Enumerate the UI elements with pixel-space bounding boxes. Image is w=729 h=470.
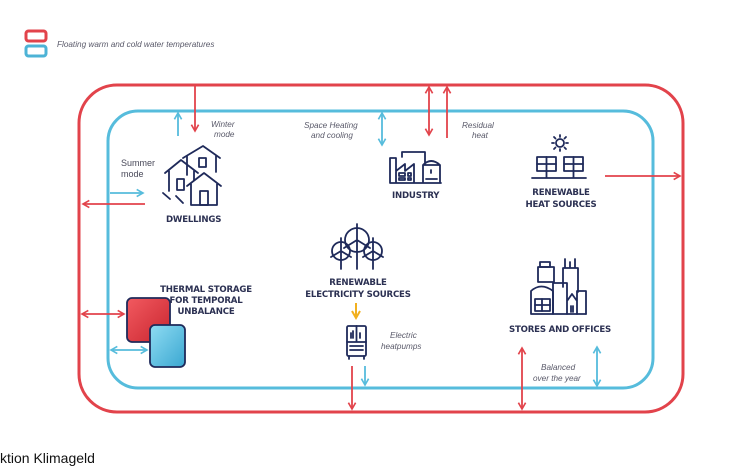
cold-water-loop — [106, 109, 655, 390]
houses-icon — [162, 145, 222, 206]
legend-text: Floating warm and cold water temperature… — [57, 40, 214, 49]
solar-panel-icon — [531, 134, 587, 179]
industry-label: INDUSTRY — [392, 191, 440, 201]
legend-cold-swatch — [24, 44, 48, 58]
warm-water-loop — [77, 83, 685, 414]
legend-warm-swatch — [24, 29, 48, 43]
legend: Floating warm and cold water temperature… — [24, 29, 214, 58]
wind-turbines-icon — [330, 223, 384, 270]
stores-offices-label: STORES AND OFFICES — [509, 325, 611, 335]
dwellings-label: DWELLINGS — [166, 215, 221, 225]
city-buildings-icon — [530, 258, 587, 315]
heatpump-icon — [346, 325, 367, 360]
cold-storage-tank — [149, 324, 186, 368]
page-caption: ktion Klimageld — [0, 450, 95, 466]
factory-icon — [389, 151, 442, 184]
storage-tanks-icon — [126, 297, 186, 368]
